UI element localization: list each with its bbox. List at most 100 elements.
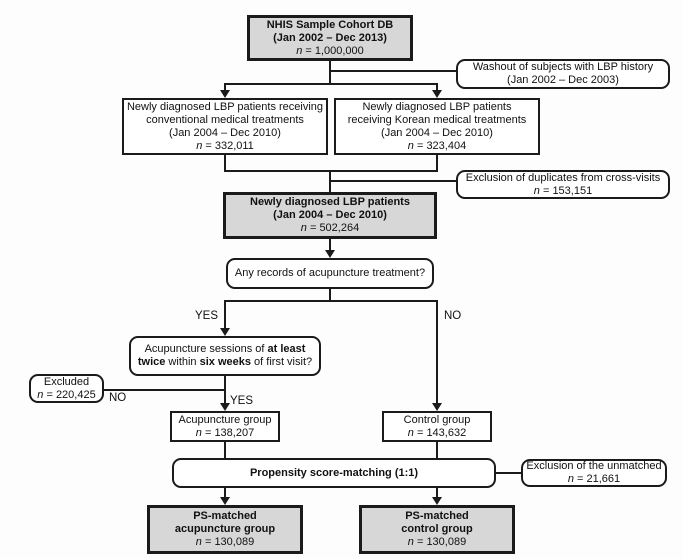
- box-acupuncture-group: Acupuncture group n = 138,207: [170, 411, 280, 442]
- box-dates: (Jan 2002 – Dec 2013): [273, 31, 387, 44]
- n-value: = 1,000,000: [302, 44, 364, 57]
- box-duplicates-exclusion: Exclusion of duplicates from cross-visit…: [456, 170, 670, 199]
- box-text: Washout of subjects with LBP history: [472, 61, 654, 73]
- box-acupuncture-question: Any records of acupuncture treatment?: [226, 258, 434, 289]
- box-n-line: n = 323,404: [408, 140, 466, 153]
- label-no-excluded: NO: [109, 392, 127, 404]
- n-symbol: n: [196, 139, 203, 152]
- connector-join: [224, 170, 438, 172]
- arrowhead-icon: [220, 90, 230, 98]
- arrowhead-icon: [220, 328, 230, 336]
- box-text: Excluded: [43, 375, 90, 388]
- connector-split-top: [224, 83, 438, 85]
- label-yes-acupuncture: YES: [195, 310, 219, 322]
- box-dates: (Jan 2002 – Dec 2003): [507, 74, 619, 86]
- box-n-line: n = 220,425: [37, 389, 95, 402]
- n-value: = 323,404: [413, 139, 467, 152]
- box-n-line: n = 138,207: [196, 427, 254, 440]
- connector-matching-to-psacu: [224, 488, 226, 498]
- box-n-line: n = 130,089: [408, 536, 466, 549]
- arrowhead-icon: [432, 403, 442, 411]
- n-symbol: n: [195, 426, 202, 439]
- connector-to-excluded: [104, 389, 225, 391]
- box-sessions-question: Acupuncture sessions of at least twice w…: [129, 336, 321, 376]
- arrowhead-icon: [432, 497, 442, 505]
- connector-any-down: [329, 289, 331, 302]
- n-symbol: n: [407, 426, 414, 439]
- box-dates: (Jan 2004 – Dec 2010): [381, 126, 493, 139]
- n-value: = 220,425: [43, 388, 96, 401]
- box-text: Acupuncture sessions of at least: [145, 343, 306, 356]
- n-symbol: n: [533, 184, 540, 197]
- n-value: = 502,264: [306, 222, 360, 234]
- n-value: = 143,632: [413, 426, 467, 439]
- connector-nhis-down: [329, 61, 331, 84]
- text-segment-bold: twice: [137, 356, 166, 368]
- box-text: Control group: [403, 413, 471, 426]
- box-title: NHIS Sample Cohort DB: [266, 18, 394, 31]
- n-value: = 153,151: [539, 184, 593, 197]
- connector-drop-korean: [436, 83, 438, 91]
- box-title: control group: [401, 523, 473, 535]
- connector-to-duplicates: [330, 180, 456, 182]
- n-value: = 21,661: [573, 473, 621, 485]
- n-value: = 130,089: [413, 536, 467, 548]
- box-control-group: Control group n = 143,632: [382, 411, 492, 442]
- box-korean-treatments: Newly diagnosed LBP patients receiving K…: [334, 98, 540, 155]
- box-text: receiving Korean medical treatments: [347, 113, 527, 126]
- n-symbol: n: [195, 536, 202, 548]
- connector-no-branch: [436, 300, 438, 404]
- n-symbol: n: [37, 388, 44, 401]
- box-title: Newly diagnosed LBP patients: [250, 196, 410, 208]
- box-newly-diagnosed-lbp: Newly diagnosed LBP patients (Jan 2004 –…: [223, 192, 437, 239]
- box-propensity-matching: Propensity score-matching (1:1): [172, 458, 496, 488]
- n-symbol: n: [300, 222, 307, 234]
- connector-korean-down: [436, 155, 438, 172]
- box-text: Any records of acupuncture treatment?: [234, 267, 426, 279]
- box-title: acupuncture group: [174, 523, 276, 535]
- arrowhead-icon: [325, 250, 335, 258]
- box-n-line: n = 130,089: [196, 536, 254, 549]
- text-segment: Acupuncture sessions of: [144, 343, 268, 355]
- arrowhead-icon: [220, 403, 230, 411]
- box-text: Newly diagnosed LBP patients receiving: [126, 100, 324, 113]
- n-symbol: n: [567, 473, 574, 485]
- n-symbol: n: [296, 44, 303, 57]
- n-symbol: n: [407, 536, 414, 548]
- box-ps-matched-acupuncture: PS-matched acupuncture group n = 130,089: [147, 505, 303, 554]
- box-n-line: n = 143,632: [408, 427, 466, 440]
- box-ps-matched-control: PS-matched control group n = 130,089: [359, 505, 515, 554]
- arrowhead-icon: [220, 497, 230, 505]
- box-title: PS-matched: [193, 510, 257, 522]
- text-segment-bold: six weeks: [199, 356, 251, 368]
- n-value: = 130,089: [201, 536, 255, 548]
- box-text: Exclusion of the unmatched: [526, 460, 662, 472]
- text-segment: of first visit?: [251, 356, 313, 368]
- n-value: = 332,011: [202, 139, 254, 152]
- connector-yes-branch: [224, 300, 226, 329]
- box-excluded: Excluded n = 220,425: [29, 374, 104, 403]
- box-title: Propensity score-matching (1:1): [249, 466, 419, 479]
- box-text: twice within six weeks of first visit?: [138, 356, 312, 369]
- n-value: = 138,207: [201, 426, 255, 439]
- connector-drop-conventional: [224, 83, 226, 91]
- box-dates: (Jan 2004 – Dec 2010): [169, 126, 281, 139]
- label-no-control: NO: [444, 310, 462, 322]
- box-text: Exclusion of duplicates from cross-visit…: [465, 171, 661, 184]
- label-yes-group: YES: [230, 395, 254, 407]
- connector-split-yesno: [224, 300, 438, 302]
- connector-lbp-down: [329, 239, 331, 251]
- box-text: Newly diagnosed LBP patients: [362, 100, 512, 113]
- box-n-line: n = 332,011: [196, 140, 254, 153]
- connector-to-washout: [330, 70, 456, 72]
- box-n-line: n = 1,000,000: [296, 45, 364, 58]
- box-unmatched-exclusion: Exclusion of the unmatched n = 21,661: [521, 459, 667, 487]
- box-dates: (Jan 2004 – Dec 2010): [273, 209, 387, 221]
- box-n-line: n = 502,264: [301, 222, 359, 235]
- box-nhis-sample-cohort: NHIS Sample Cohort DB (Jan 2002 – Dec 20…: [247, 15, 413, 61]
- connector-acu-to-matching: [224, 442, 226, 458]
- box-conventional-treatments: Newly diagnosed LBP patients receiving c…: [122, 98, 328, 155]
- box-title: PS-matched: [405, 510, 469, 522]
- connector-to-unmatched: [496, 472, 521, 474]
